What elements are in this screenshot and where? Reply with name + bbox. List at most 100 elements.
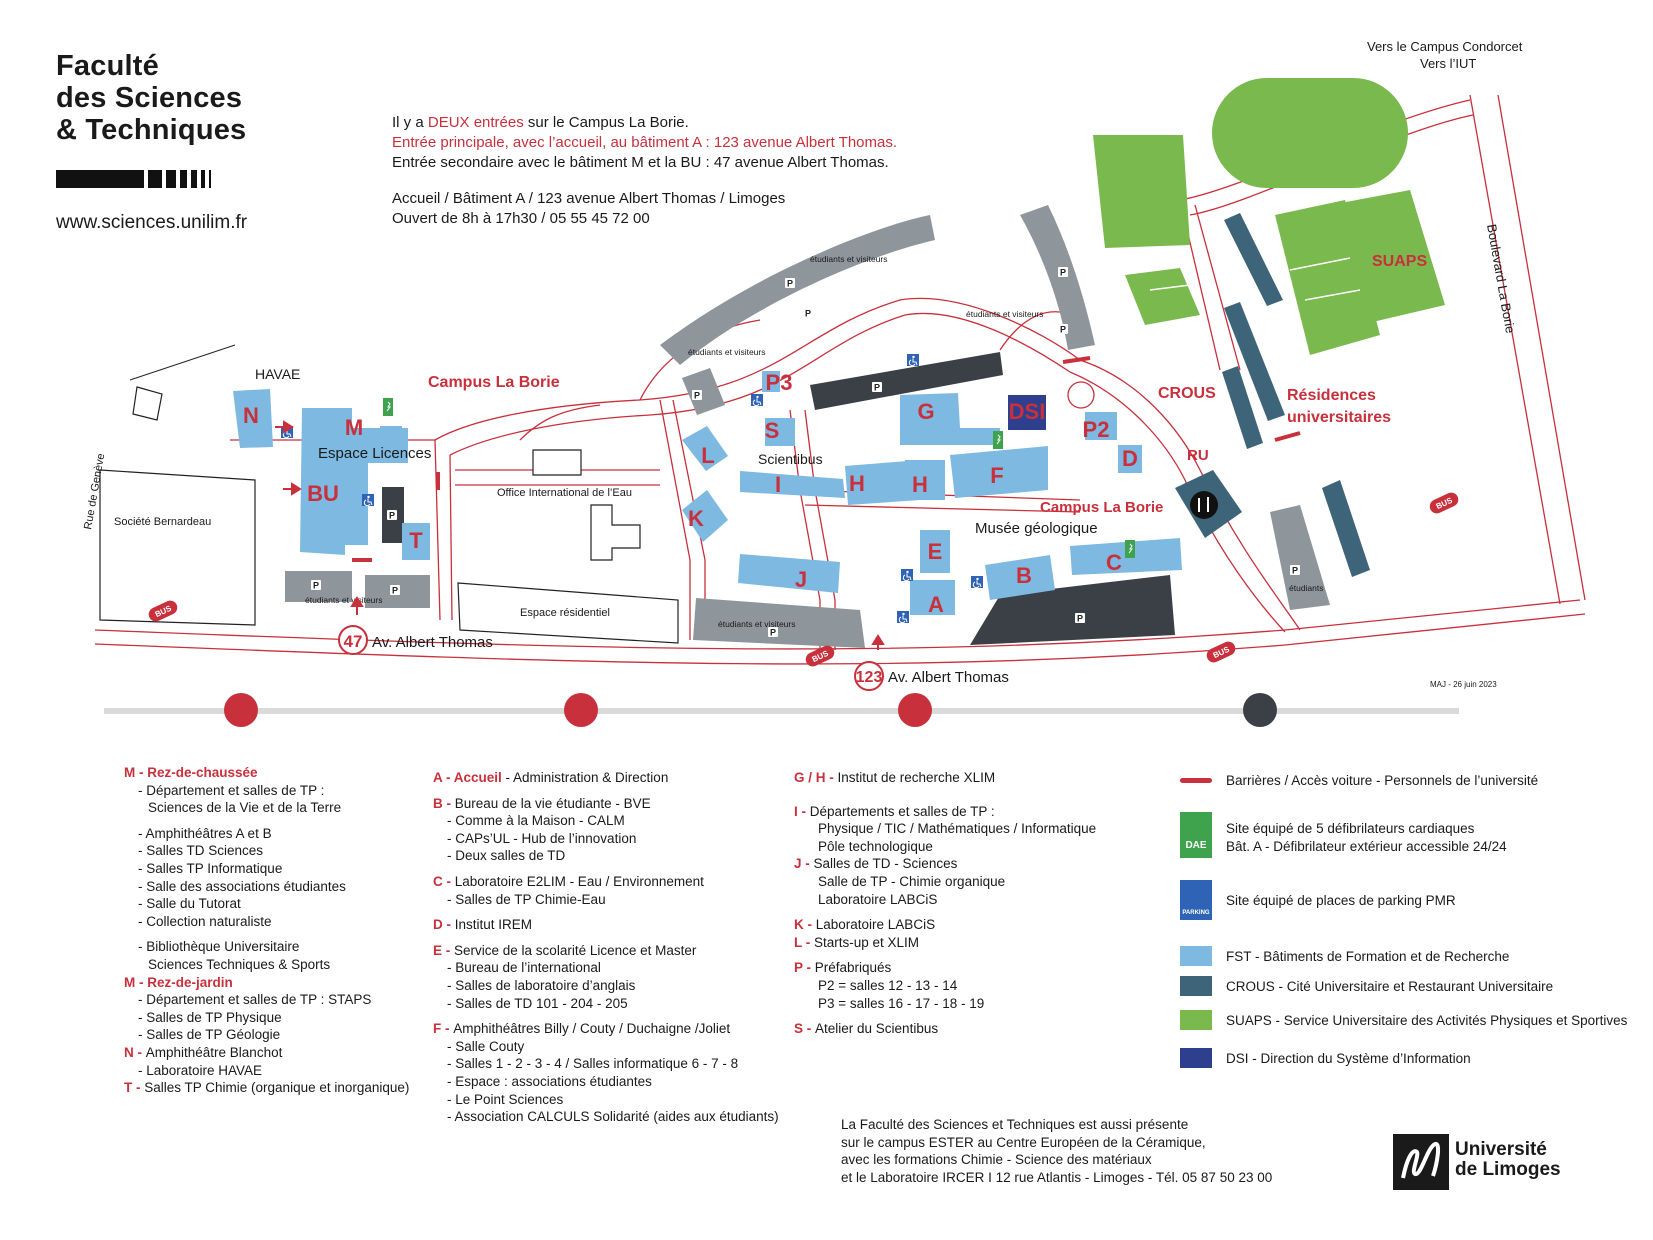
- parking-label: étudiants et visiteurs: [810, 254, 887, 264]
- faculty-title-line1: Faculté: [56, 50, 159, 82]
- direction-iut: Vers l’IUT: [1420, 56, 1476, 71]
- av47-circle: [338, 625, 368, 655]
- building-h2-label: H: [912, 472, 928, 497]
- boulevard-label: Boulevard La Borie: [1484, 223, 1518, 335]
- legend1-item: - Salles TP Informatique: [138, 860, 283, 876]
- legend2-text: Bureau de la vie étudiante - BVE: [454, 795, 651, 811]
- legend1-item: M - Rez-de-jardin: [124, 974, 233, 990]
- legend3-item: [794, 1012, 1154, 1020]
- legend1-item: - Collection naturaliste: [138, 913, 272, 929]
- legend2-item: - Salles de TP Chimie-Eau: [447, 891, 606, 907]
- legend1-item: [124, 817, 444, 825]
- dae-label-2: Bât. A - Défibrilateur extérieur accessi…: [1226, 839, 1507, 854]
- legend2-item: E - Service de la scolarité Licence et M…: [433, 942, 813, 960]
- website-link[interactable]: www.sciences.unilim.fr: [56, 212, 248, 233]
- campus-label-secondary: Campus La Borie: [1040, 499, 1163, 516]
- legend1-item: - Salles de TP Géologie: [138, 1027, 281, 1043]
- ester-line3: avec les formations Chimie - Science des…: [841, 1152, 1152, 1168]
- building-e-label: E: [928, 539, 943, 564]
- legend1-item: - Amphithéâtres A et B: [138, 825, 272, 841]
- timeline-dot: [1243, 693, 1277, 727]
- parking-areas: [285, 205, 1330, 648]
- legend3-text: Laboratoire LABCiS: [815, 917, 936, 933]
- legend2-item: - Le Point Sciences: [447, 1091, 564, 1107]
- legend2-key: D -: [433, 917, 455, 933]
- musee-label: Musée géologique: [975, 520, 1098, 537]
- legend3-item: P3 = salles 16 - 17 - 18 - 19: [818, 995, 985, 1011]
- parking-label: étudiants et visiteurs: [718, 619, 795, 629]
- faculty-title-line2: des Sciences: [56, 82, 243, 114]
- legend1-text: Salles TP Chimie (organique et inorganiq…: [144, 1080, 410, 1096]
- intro-line1-post: sur le Campus La Borie.: [523, 114, 689, 131]
- suaps-swatch: [1180, 1010, 1212, 1030]
- pmr-parking-icon: PARKING: [1180, 880, 1212, 920]
- building-d-label: D: [1122, 446, 1138, 471]
- legend2-item: - Comme à la Maison - CALM: [447, 813, 625, 829]
- legend2-item: A - Accueil - Administration & Direction: [433, 769, 813, 787]
- legend3-key: L -: [794, 934, 814, 950]
- university-name: Université de Limoges: [1455, 1140, 1561, 1180]
- legend1-item: - Laboratoire HAVAE: [138, 1062, 263, 1078]
- building-h1-label: H: [849, 471, 865, 496]
- scientibus-label: Scientibus: [758, 451, 823, 467]
- legend3-text: Institut de recherche XLIM: [837, 770, 996, 785]
- intro-line5: Ouvert de 8h à 17h30 / 05 55 45 72 00: [392, 210, 650, 227]
- legend2-item: F - Amphithéâtres Billy / Couty / Duchai…: [433, 1020, 813, 1038]
- havae-label: HAVAE: [255, 366, 300, 382]
- university-logo: Université de Limoges: [1393, 1134, 1573, 1194]
- building-dsi-label: DSI: [1009, 399, 1046, 424]
- legend1-item: Sciences de la Vie et de la Terre: [148, 800, 342, 816]
- legend2-item: [433, 1012, 813, 1020]
- legend1-item: - Bibliothèque Universitaire: [138, 939, 300, 955]
- dae-label-1: Site équipé de 5 défibrilateurs cardiaqu…: [1226, 821, 1475, 836]
- legend2-item: B - Bureau de la vie étudiante - BVE: [433, 795, 813, 813]
- legend2-item: - Salles 1 - 2 - 3 - 4 / Salles informat…: [447, 1056, 739, 1072]
- legend3-item: [794, 787, 1154, 795]
- parking-label: étudiants et visiteurs: [688, 347, 765, 357]
- barriers-label: Barrières / Accès voiture - Personnels d…: [1226, 773, 1539, 788]
- building-g-label: G: [917, 399, 934, 424]
- dsi-building: [1008, 395, 1046, 430]
- non-campus-buildings: [99, 386, 679, 644]
- legend2-item: C - Laboratoire E2LIM - Eau / Environnem…: [433, 873, 813, 891]
- building-c-label: C: [1106, 550, 1122, 575]
- university-emblem-icon: [1393, 1134, 1449, 1190]
- building-n-label: N: [243, 403, 259, 428]
- legend3-item: Salle de TP - Chimie organique: [818, 873, 1006, 889]
- legend2-key: C -: [433, 873, 455, 889]
- societe-label: Société Bernardeau: [114, 516, 211, 528]
- pmr-label: Site équipé de places de parking PMR: [1226, 893, 1456, 908]
- legend3-item: Physique / TIC / Mathématiques / Informa…: [818, 821, 1097, 837]
- update-date: MAJ - 26 juin 2023: [1430, 680, 1497, 689]
- legend2-item: - CAPs’UL - Hub de l’innovation: [447, 830, 637, 846]
- legend2-item: [433, 908, 813, 916]
- university-line2: de Limoges: [1455, 1159, 1561, 1180]
- legend1-item: - Salle des associations étudiantes: [138, 878, 346, 894]
- building-b-label: B: [1016, 563, 1032, 588]
- legend3-item: K - Laboratoire LABCiS: [794, 916, 1154, 934]
- building-f-label: F: [990, 463, 1003, 488]
- legend2-key: B -: [433, 795, 455, 811]
- intro-line3: Entrée secondaire avec le bâtiment M et …: [392, 154, 889, 171]
- legend3-key: K -: [794, 917, 816, 933]
- defibrillator-icon: DAE: [1180, 812, 1212, 858]
- legend1-item: - Salles de TP Physique: [138, 1009, 282, 1025]
- building-j-label: J: [795, 567, 807, 592]
- av123-number: 123: [856, 669, 883, 686]
- legend1-item: [124, 930, 444, 938]
- intro-block: Il y a DEUX entrées sur le Campus La Bor…: [392, 113, 897, 229]
- faculty-title: Faculté des Sciences & Techniques: [56, 50, 246, 146]
- legend2-item: - Bureau de l’international: [447, 960, 601, 976]
- crous-label: CROUS - Cité Universitaire et Restaurant…: [1226, 979, 1554, 994]
- campus-map: P: [82, 39, 1586, 691]
- legend3-text: Salles de TD - Sciences: [813, 856, 958, 872]
- espace-licences-label: Espace Licences: [318, 445, 431, 462]
- legend2-key: F -: [433, 1021, 454, 1037]
- legend1-key: N -: [124, 1044, 146, 1060]
- legend2-item: [433, 865, 813, 873]
- legend3-item: J - Salles de TD - Sciences: [794, 855, 1154, 873]
- parking-label: étudiants: [1289, 583, 1324, 593]
- legend2-key: E -: [433, 942, 455, 958]
- legend1-item: - Salle du Tutorat: [138, 896, 241, 912]
- building-m-label: M: [345, 415, 363, 440]
